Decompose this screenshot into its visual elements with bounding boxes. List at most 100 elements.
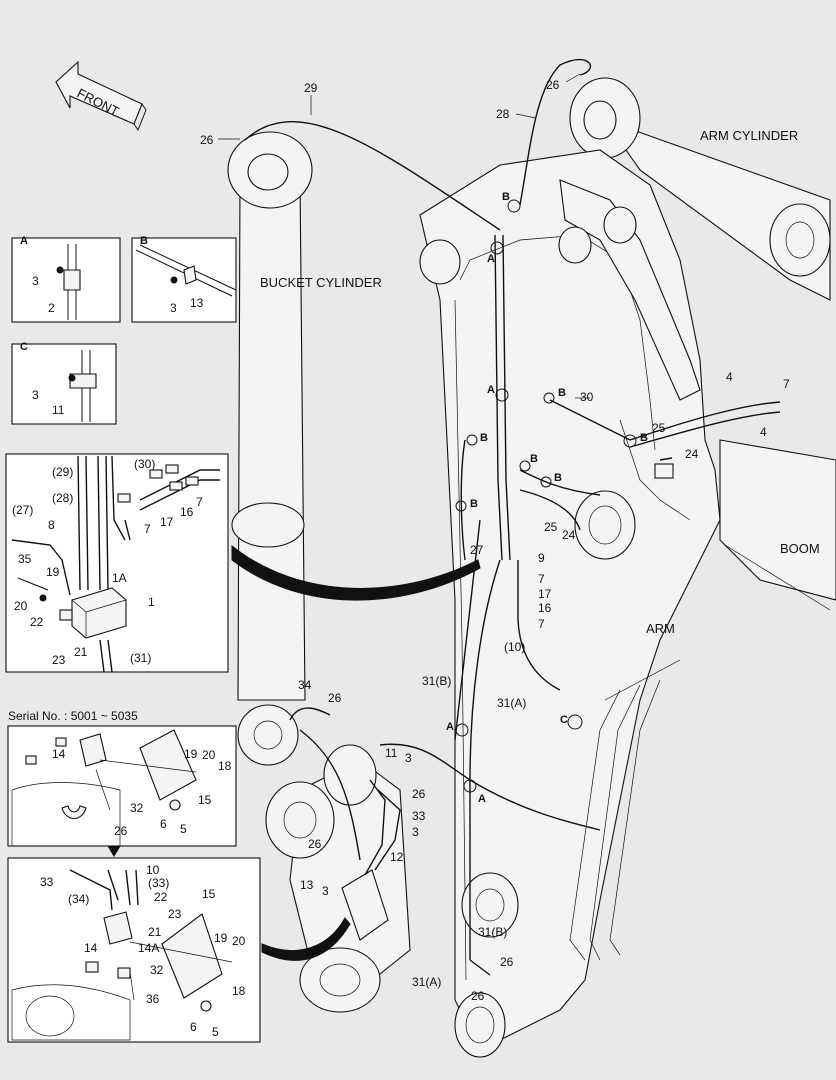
lower-callout-34: (34) [68,892,89,906]
callout-7b: 7 [538,572,545,586]
serial-callout-18: 18 [218,759,232,773]
callout-26c: 26 [328,691,342,705]
detail-b-part-13: 13 [190,296,204,310]
detail-serial: Serial No. : 5001 ~ 5035 14 19 20 18 15 … [7,709,237,847]
lower-callout-32: 32 [150,963,164,977]
arm-cylinder-label: ARM CYLINDER [700,128,798,143]
callout-13: 13 [300,878,314,892]
lower-callout-14a: 14A [138,941,159,955]
marker-b4: B [640,432,648,444]
arm-structure: ARM CYLINDER ARM BOOM [227,77,836,1058]
marker-b1: B [502,191,510,203]
detail-b: B 3 13 [131,235,237,323]
serial-callout-20: 20 [202,748,216,762]
callout-11: 11 [385,746,398,760]
marker-b3: B [480,432,488,444]
boom-label: BOOM [780,541,820,556]
serial-callout-14: 14 [52,747,66,761]
callout-4a: 4 [726,370,733,384]
detail-c-part-11: 11 [52,403,65,417]
callout-3a: 3 [405,751,412,765]
marker-a2: A [487,384,495,396]
arm-label: ARM [646,621,675,636]
callout-26e: 26 [308,837,322,851]
valve-callout-1a: 1A [112,571,127,585]
serial-callout-15: 15 [198,793,212,807]
callout-7c: 7 [538,617,545,631]
valve-callout-17: 17 [160,515,174,529]
detail-b-part-3: 3 [170,301,177,315]
detail-c: C 3 11 [11,341,117,425]
lower-callout-5: 5 [212,1025,219,1039]
valve-callout-31: (31) [130,651,151,665]
callout-26g: 26 [471,989,485,1003]
detail-c-title: C [20,341,28,353]
valve-callout-8: 8 [48,518,55,532]
lower-callout-22: 22 [154,890,168,904]
down-arrow-icon [107,845,121,857]
marker-b5: B [530,453,538,465]
lower-callout-15: 15 [202,887,216,901]
lower-callout-14: 14 [84,941,98,955]
callout-33: 33 [412,809,426,823]
callout-17: 17 [538,587,552,601]
marker-b6: B [554,472,562,484]
callout-31b: 31(B) [422,674,451,688]
callout-27: 27 [470,543,484,557]
marker-b7: B [470,498,478,510]
lower-callout-21: 21 [148,925,162,939]
detail-b-title: B [140,235,148,247]
callout-16: 16 [538,601,552,615]
lower-callout-33: 33 [40,875,54,889]
callout-3c: 3 [322,884,329,898]
serial-callout-32: 32 [130,801,144,815]
detail-a-part-3: 3 [32,274,39,288]
detail-valve: (29) (30) (28) (27) 8 7 16 17 7 35 19 1A… [5,453,481,673]
callout-26a: 26 [200,133,214,147]
serial-callout-6: 6 [160,817,167,831]
valve-callout-20: 20 [14,599,28,613]
callout-24b: 24 [562,528,576,542]
callout-30: 30 [580,390,594,404]
view-markers: B A A B B B B B B C A A [446,191,648,805]
callout-31a: 31(A) [497,696,526,710]
lower-callout-33b: (33) [148,876,169,890]
callout-29: 29 [304,81,318,95]
callout-31b2: 31(B) [478,925,507,939]
detail-a-part-2: 2 [48,301,55,315]
marker-b2: B [558,387,566,399]
serial-callout-19: 19 [184,747,198,761]
marker-a1: A [487,253,495,265]
valve-callout-21: 21 [74,645,88,659]
callout-26f: 26 [500,955,514,969]
callout-4b: 4 [760,425,767,439]
detail-a: A 3 2 [11,235,121,323]
valve-callout-7b: 7 [144,522,151,536]
lower-callout-20: 20 [232,934,246,948]
hose-routing [244,58,781,976]
callout-7a: 7 [783,377,790,391]
lower-callout-6: 6 [190,1020,197,1034]
front-arrow: FRONT [55,60,147,132]
callout-12: 12 [390,850,404,864]
lower-callout-23: 23 [168,907,182,921]
valve-callout-35: 35 [18,552,32,566]
serial-callout-26: 26 [114,824,128,838]
callout-28: 28 [496,107,510,121]
marker-c1: C [560,714,568,726]
callout-3b: 3 [412,825,419,839]
lower-callout-10: 10 [146,863,160,877]
valve-callout-28: (28) [52,491,73,505]
serial-callout-5: 5 [180,822,187,836]
callout-31a2: 31(A) [412,975,441,989]
serial-label: Serial No. : 5001 ~ 5035 [8,709,138,723]
callout-26d: 26 [412,787,426,801]
bucket-cylinder-label: BUCKET CYLINDER [260,275,382,290]
callout-10: (10) [504,640,525,654]
detail-a-title: A [20,235,28,247]
valve-callout-30: (30) [134,457,155,471]
lower-callout-18: 18 [232,984,246,998]
valve-callout-16: 16 [180,505,194,519]
callout-34: 34 [298,678,312,692]
